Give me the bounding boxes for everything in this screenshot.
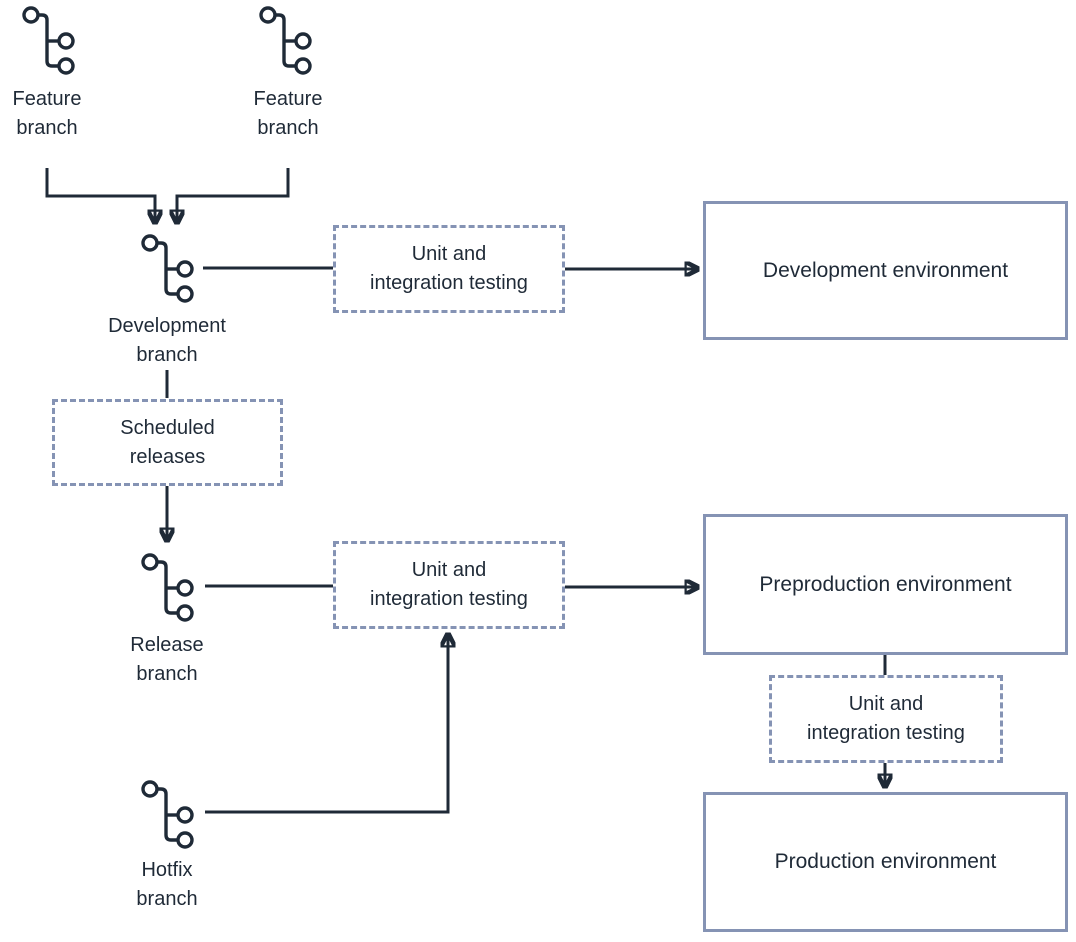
feature-branch-1-label: Feature branch bbox=[12, 88, 82, 139]
unit-integration-testing-3-box: Unit and integration testing bbox=[769, 675, 1003, 763]
feature-branch-2-label: Feature branch bbox=[253, 88, 323, 139]
git-branch-icon-development bbox=[141, 234, 194, 303]
connector-feature1-to-development bbox=[45, 168, 155, 223]
git-branch-icon-release bbox=[141, 553, 194, 622]
unit-integration-testing-1-box: Unit and integration testing bbox=[333, 225, 565, 313]
production-environment-box: Production environment bbox=[703, 792, 1068, 932]
unit-integration-testing-2-box: Unit and integration testing bbox=[333, 541, 565, 629]
development-branch-label: Development branch bbox=[108, 315, 226, 366]
scheduled-releases-box: Scheduled releases bbox=[52, 399, 283, 486]
hotfix-branch-label: Hotfix branch bbox=[136, 859, 198, 910]
preproduction-environment-box: Preproduction environment bbox=[703, 514, 1068, 655]
git-branch-icon-feature-2 bbox=[259, 6, 312, 75]
connector-hotfix-to-testing2 bbox=[205, 634, 448, 814]
connector-feature2-to-development bbox=[177, 168, 290, 223]
release-branch-label: Release branch bbox=[130, 634, 204, 685]
git-branch-icon-feature-1 bbox=[22, 6, 75, 75]
development-environment-box: Development environment bbox=[703, 201, 1068, 340]
git-branch-icon-hotfix bbox=[141, 780, 194, 849]
